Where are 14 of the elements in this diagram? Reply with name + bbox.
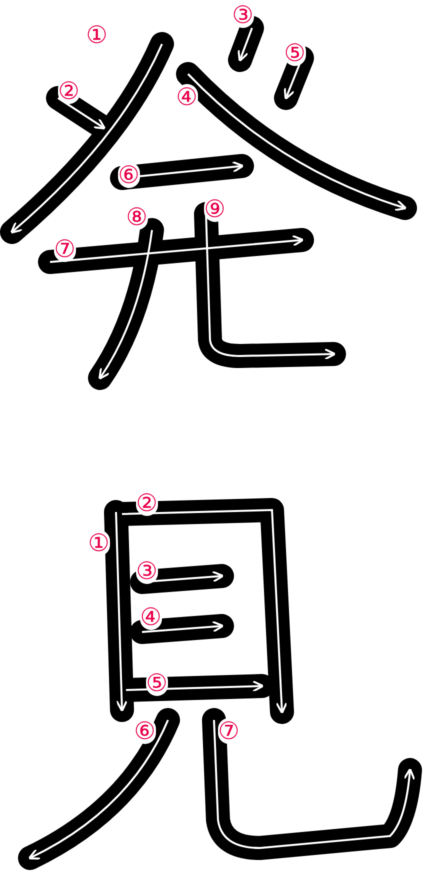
stroke-number: ④ — [140, 604, 162, 630]
stroke-number: ⑧ — [126, 204, 148, 230]
stroke-number: ② — [58, 78, 80, 104]
stroke-number: ① — [88, 530, 110, 556]
stroke-number: ② — [136, 490, 158, 516]
stroke-number: ③ — [136, 558, 158, 584]
stroke-number: ⑤ — [284, 40, 306, 66]
stroke-number: ⑥ — [118, 162, 140, 188]
stroke-number: ③ — [232, 2, 254, 28]
stroke-number: ⑦ — [54, 236, 76, 262]
stroke-number: ⑤ — [146, 670, 168, 696]
stroke-number: ⑦ — [218, 718, 240, 744]
stroke-number: ⑥ — [134, 718, 156, 744]
stroke-number: ⑨ — [204, 196, 226, 222]
